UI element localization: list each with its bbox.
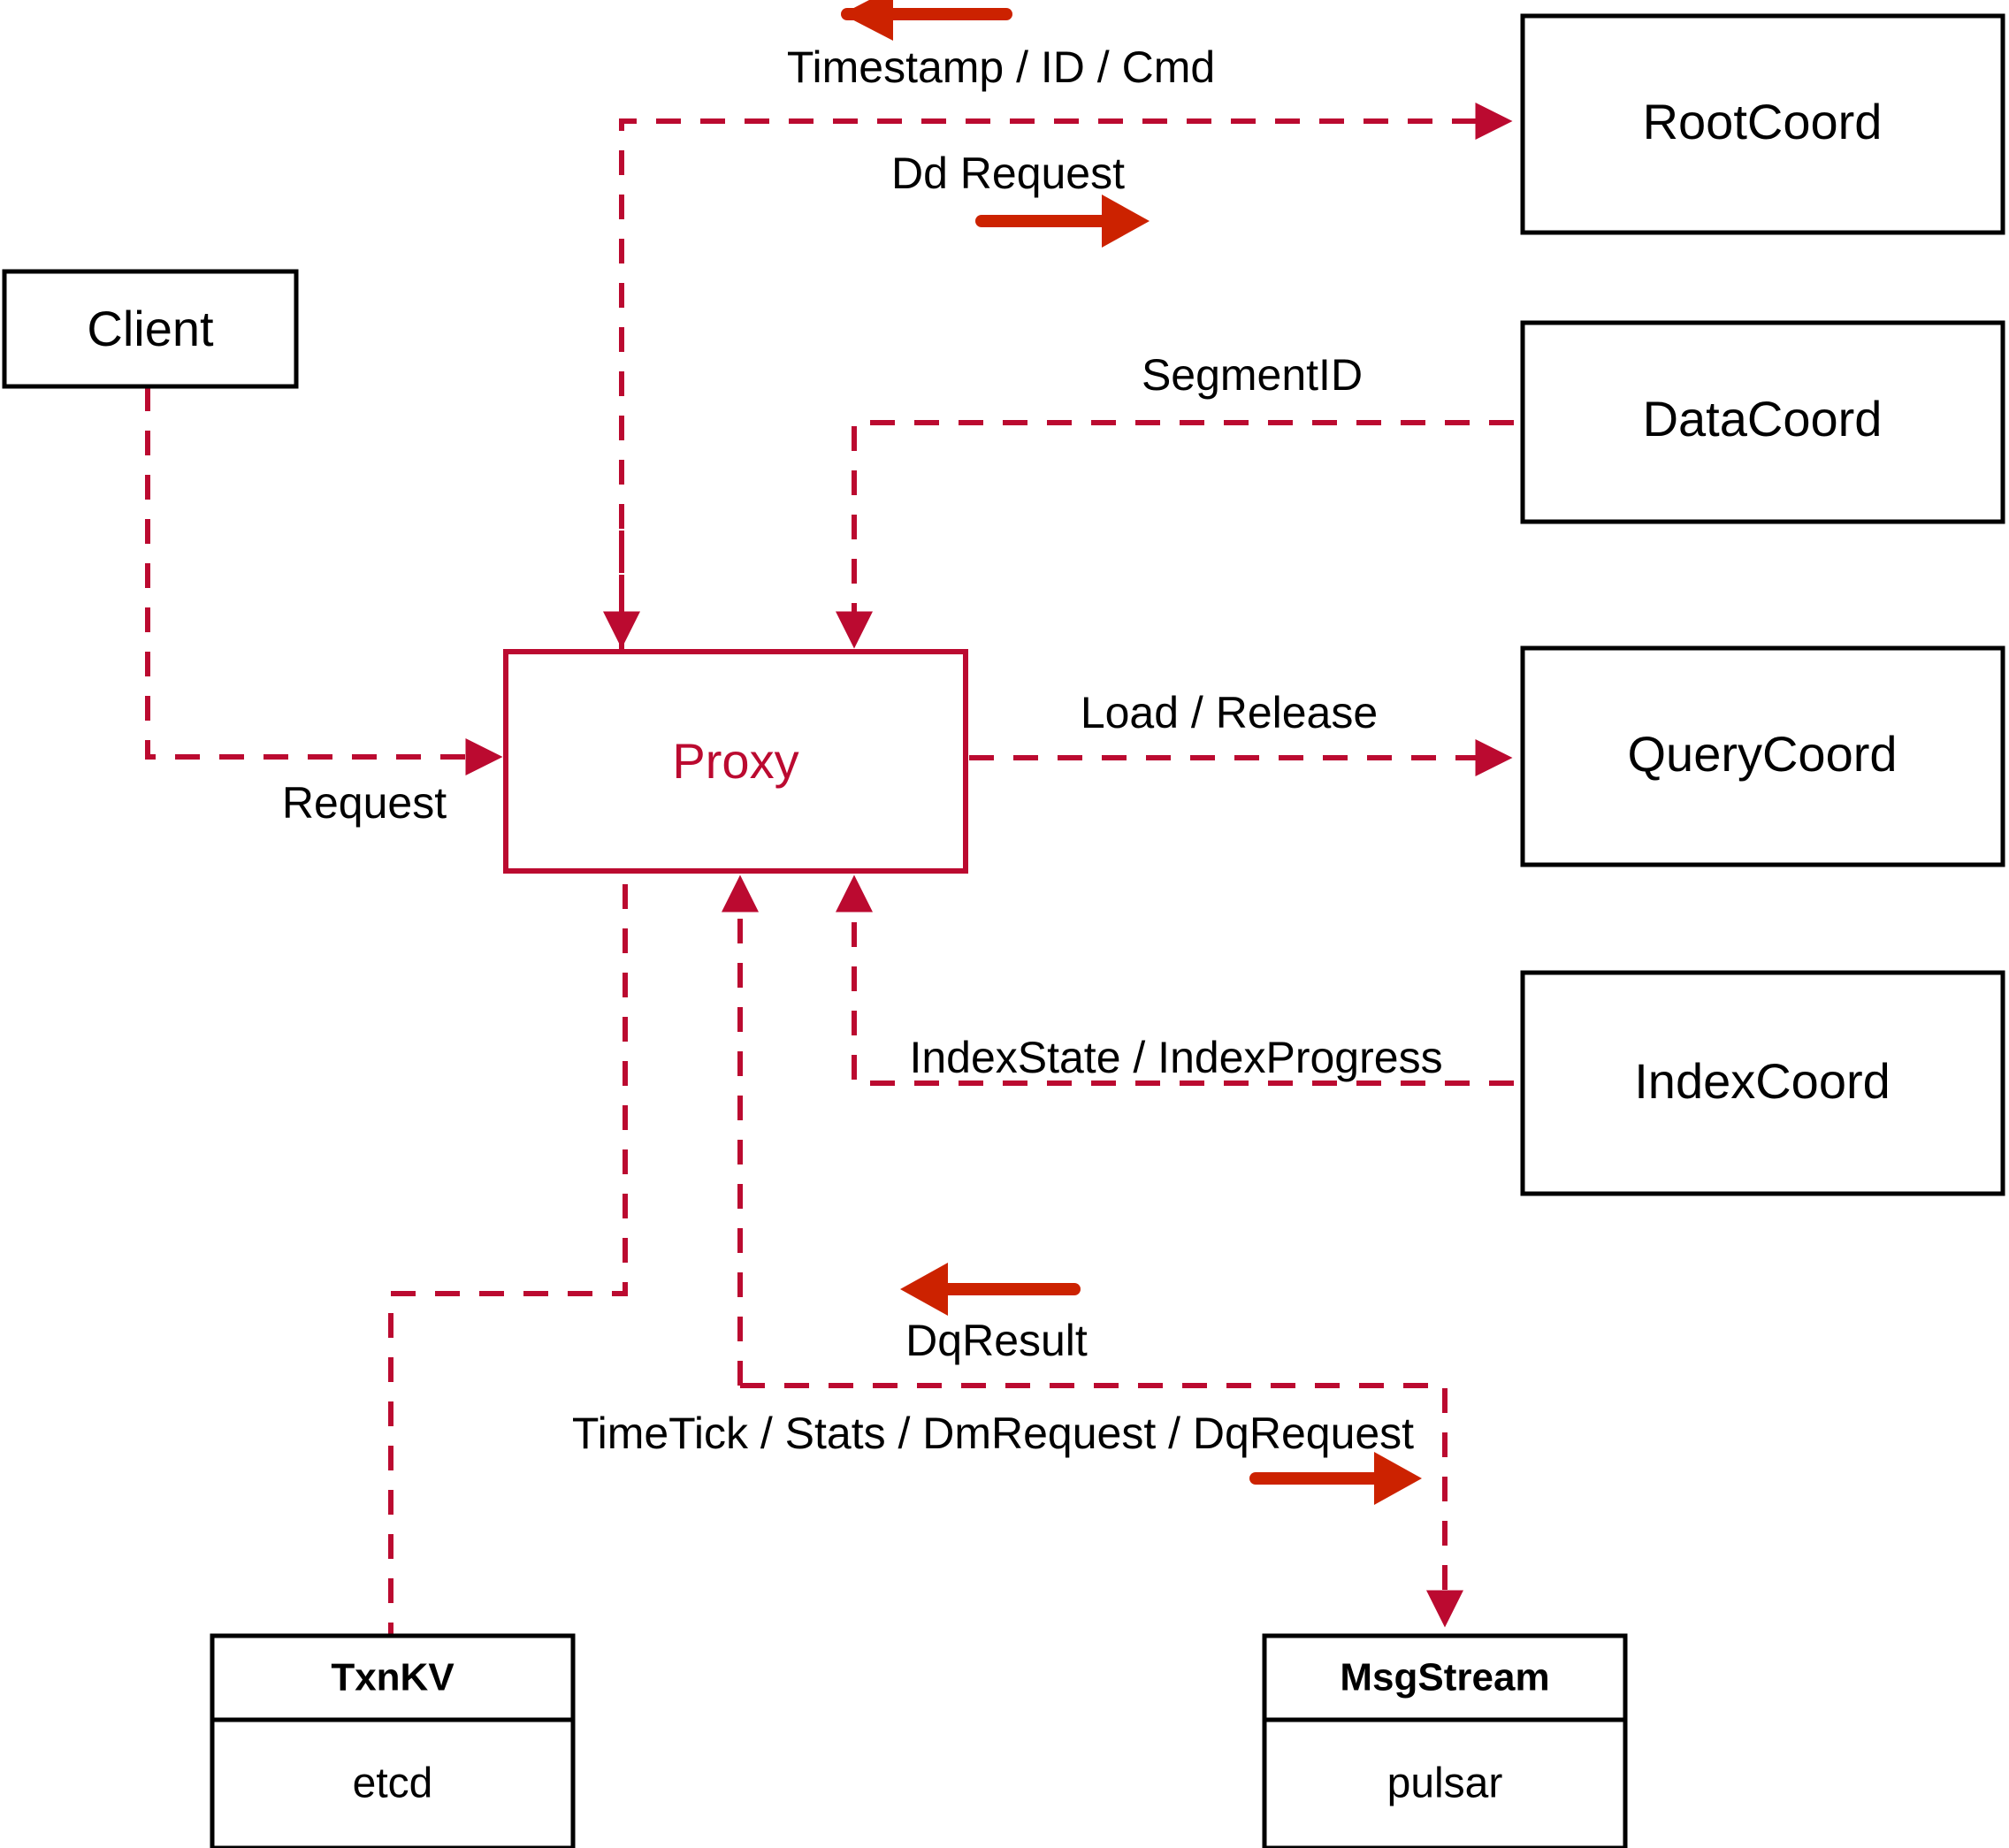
node-query-coord-label: QueryCoord (1627, 726, 1897, 782)
edge-label-segment-id: SegmentID (1142, 350, 1363, 400)
node-msgstream[interactable]: MsgStream pulsar (1262, 1633, 1628, 1848)
edge-label-dd-request: Dd Request (891, 149, 1125, 198)
edge-timetick-bus-path (740, 1383, 1463, 1628)
edge-segment-id-path (836, 420, 1514, 649)
node-query-coord[interactable]: QueryCoord (1520, 645, 2005, 867)
node-data-coord[interactable]: DataCoord (1520, 320, 2005, 524)
node-root-coord[interactable]: RootCoord (1520, 13, 2005, 235)
node-proxy-label: Proxy (672, 733, 798, 789)
arrow-timestamp-id-cmd (841, 0, 1012, 41)
node-msgstream-title: MsgStream (1340, 1656, 1549, 1699)
node-proxy[interactable]: Proxy (503, 649, 968, 874)
arrow-dq-result (900, 1263, 1081, 1316)
node-txnkv[interactable]: TxnKV etcd (210, 1633, 576, 1848)
edge-txnkv-path (388, 884, 628, 1636)
edge-label-timestamp-id-cmd: Timestamp / ID / Cmd (787, 42, 1215, 92)
node-index-coord[interactable]: IndexCoord (1520, 970, 2005, 1196)
node-txnkv-impl: etcd (353, 1760, 433, 1807)
arrow-dd-request (975, 195, 1150, 248)
node-client-label: Client (87, 301, 214, 356)
edge-label-load-release: Load / Release (1081, 688, 1378, 737)
node-data-coord-label: DataCoord (1643, 391, 1883, 447)
edge-root-coord-path (619, 103, 1513, 661)
node-txnkv-title: TxnKV (331, 1656, 455, 1699)
edge-label-dq-result: DqResult (905, 1316, 1088, 1365)
node-msgstream-impl: pulsar (1387, 1760, 1503, 1807)
arrow-timetick-dq-request (1249, 1452, 1422, 1505)
edge-label-request: Request (282, 778, 447, 828)
edge-label-index-state-progress: IndexState / IndexProgress (909, 1033, 1442, 1082)
edge-request-path (145, 386, 503, 775)
node-index-coord-label: IndexCoord (1634, 1053, 1891, 1109)
node-root-coord-label: RootCoord (1643, 94, 1883, 149)
node-client[interactable]: Client (2, 269, 299, 389)
edge-label-timetick-stats-dm-dq: TimeTick / Stats / DmRequest / DqRequest (572, 1409, 1414, 1458)
